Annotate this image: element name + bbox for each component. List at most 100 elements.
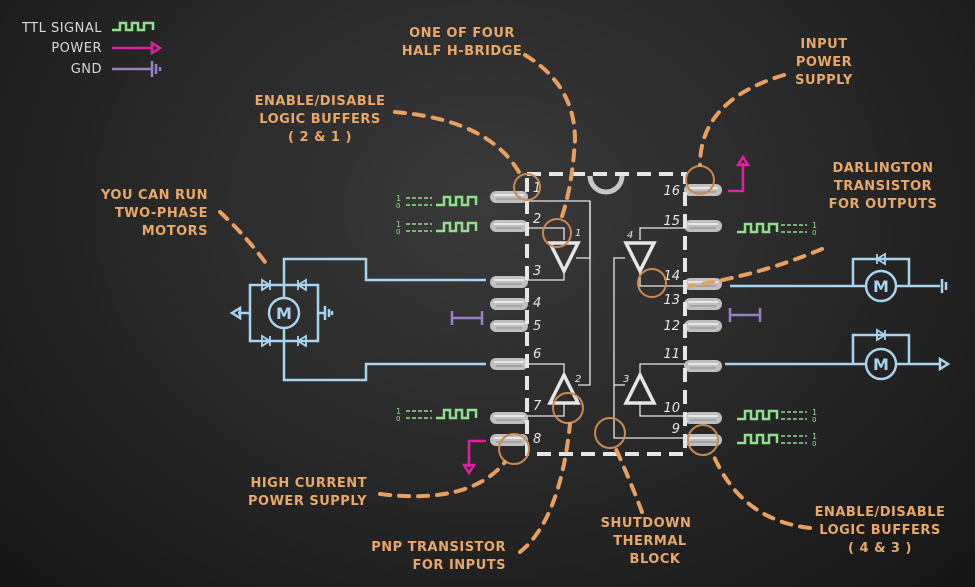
highlight-pin9 xyxy=(687,424,719,456)
chip-pin xyxy=(490,320,528,332)
pin-number: 2 xyxy=(533,212,541,227)
square-wave-icon xyxy=(112,21,155,32)
ttl-signal: 10 xyxy=(396,194,478,210)
diode-icon xyxy=(296,334,307,348)
pin-number: 13 xyxy=(663,293,680,308)
power-arrow-icon xyxy=(112,40,163,56)
highlight-circles xyxy=(498,165,719,465)
pin-number: 14 xyxy=(663,269,680,284)
pin-number: 6 xyxy=(533,347,541,362)
ttl-signal: 10 xyxy=(737,408,817,424)
leader-lines xyxy=(218,53,824,554)
buffer-1: 1 xyxy=(547,228,581,275)
signal-high-label: 1 xyxy=(396,407,401,416)
highlight-pin8 xyxy=(498,433,530,465)
motor-label: M xyxy=(873,355,889,374)
chip-pin xyxy=(684,298,722,310)
highlight-thermal xyxy=(594,417,626,449)
diode-icon xyxy=(876,328,887,342)
signal-high-label: 1 xyxy=(812,408,817,417)
motor-icon xyxy=(864,347,898,381)
pin-number: 8 xyxy=(533,432,541,447)
diode-icon xyxy=(261,334,272,348)
legend-ttl-label: TTL SIGNAL xyxy=(21,21,102,36)
diode-icon xyxy=(875,252,886,266)
leader-pnp xyxy=(518,422,572,554)
signal-low-label: 0 xyxy=(396,415,400,423)
diode-icon xyxy=(296,278,307,292)
pin-number: 11 xyxy=(663,347,680,362)
annotation-input-power: INPUT POWER SUPPLY xyxy=(795,37,853,88)
annotation-line: TWO-PHASE xyxy=(115,206,208,221)
chip-notch xyxy=(587,175,625,195)
annotation-line: POWER xyxy=(796,55,852,70)
annotation-high-current: HIGH CURRENT POWER SUPPLY xyxy=(248,476,367,509)
annotation-enable-43: ENABLE/DISABLE LOGIC BUFFERS ( 4 & 3 ) xyxy=(815,505,945,556)
buffer-3: 3 xyxy=(623,371,657,405)
chip-pin xyxy=(684,320,722,332)
annotation-line: SUPPLY xyxy=(795,73,853,88)
two-phase-motor-circuit: M xyxy=(229,257,486,382)
annotation-line: DARLINGTON xyxy=(832,161,933,176)
pin-number: 9 xyxy=(672,422,680,437)
buffer-label: 3 xyxy=(623,374,629,385)
signal-low-label: 0 xyxy=(812,416,816,424)
buffer-label: 1 xyxy=(575,228,581,239)
pin-number: 1 xyxy=(533,181,541,196)
internal-wiring xyxy=(527,200,685,439)
leader-half-bridge xyxy=(523,53,578,224)
annotation-line: HIGH CURRENT xyxy=(250,476,367,491)
legend-power-label: POWER xyxy=(51,41,102,56)
leader-thermal xyxy=(613,445,644,514)
annotation-line: HALF H-BRIDGE xyxy=(402,44,523,59)
annotation-two-phase: YOU CAN RUN TWO-PHASE MOTORS xyxy=(100,188,208,239)
motor-circuit-top: M xyxy=(730,252,948,303)
buffer-label: 4 xyxy=(627,230,633,241)
chip-pin xyxy=(490,276,528,288)
pin-number: 12 xyxy=(663,319,680,334)
square-wave-icon xyxy=(436,195,478,207)
signal-high-label: 1 xyxy=(396,194,401,203)
signal-high-label: 1 xyxy=(812,221,817,230)
annotation-line: YOU CAN RUN xyxy=(100,188,208,203)
leader-two-phase xyxy=(218,210,267,264)
annotation-line: FOR INPUTS xyxy=(413,558,507,573)
chip-pin xyxy=(490,191,528,203)
buffer-2: 2 xyxy=(547,371,581,405)
annotation-pnp: PNP TRANSISTOR FOR INPUTS xyxy=(371,540,507,573)
highlight-half-bridge xyxy=(542,218,572,248)
ttl-signal: 10 xyxy=(396,220,478,236)
power-arrow-icon xyxy=(229,305,242,321)
buffer-triangle-icon xyxy=(547,241,581,275)
annotation-line: FOR OUTPUTS xyxy=(829,197,938,212)
signal-high-label: 1 xyxy=(396,220,401,229)
chip-pin xyxy=(684,220,722,232)
annotation-line: SHUTDOWN xyxy=(601,516,692,531)
annotation-darlington: DARLINGTON TRANSISTOR FOR OUTPUTS xyxy=(829,161,938,212)
annotation-line: ( 2 & 1 ) xyxy=(288,130,352,145)
motor-circuit-bottom: M xyxy=(725,328,951,381)
annotation-line: LOGIC BUFFERS xyxy=(819,523,940,538)
annotation-line: INPUT xyxy=(800,37,847,52)
leader-enable-43 xyxy=(710,450,812,530)
power-arrow-icon xyxy=(461,463,477,476)
annotation-enable-12: ENABLE/DISABLE LOGIC BUFFERS ( 2 & 1 ) xyxy=(255,94,385,145)
pin-number: 15 xyxy=(663,214,680,229)
chip-outline xyxy=(525,172,687,456)
highlight-pin1 xyxy=(513,173,541,201)
signal-low-label: 0 xyxy=(396,228,400,236)
square-wave-icon xyxy=(737,433,779,445)
annotation-line: LOGIC BUFFERS xyxy=(259,112,380,127)
gnd-left xyxy=(450,311,484,325)
square-wave-icon xyxy=(737,409,779,421)
diode-icon xyxy=(261,278,272,292)
buffer-label: 2 xyxy=(575,374,581,385)
buffer-4: 4 xyxy=(623,230,657,275)
power-arrow-icon xyxy=(735,154,751,167)
highlight-pnp xyxy=(552,392,584,424)
ground-icon xyxy=(940,279,948,293)
annotation-line: PNP TRANSISTOR xyxy=(371,540,506,555)
highlight-darlington xyxy=(637,268,667,298)
